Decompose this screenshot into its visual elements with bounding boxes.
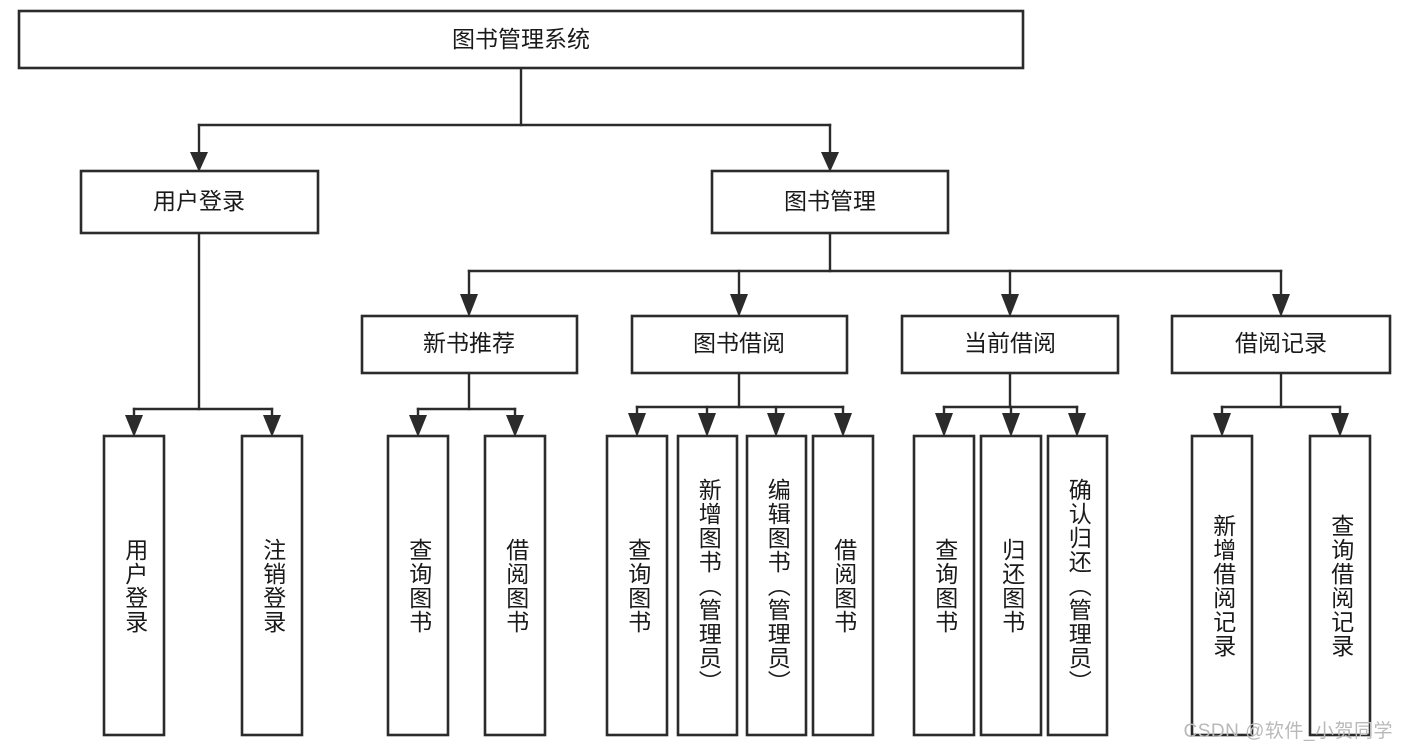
connector-group-book-borrow: [628, 371, 852, 437]
arrow-head-leaf-query-book-recommend: [409, 415, 427, 437]
leaf-borrow-book-recommend-box[interactable]: [483, 434, 547, 737]
arrow-head-leaf-add-borrow-record: [1213, 413, 1231, 437]
node-current-borrow-box[interactable]: [900, 314, 1120, 375]
node-new-book-recommend-box[interactable]: [360, 314, 579, 375]
leaf-borrow-book-box[interactable]: [811, 434, 875, 737]
leaf-query-book-borrow-box[interactable]: [605, 434, 669, 737]
leaf-query-book-current-box[interactable]: [912, 434, 976, 737]
arrow-head-leaf-query-book-borrow: [628, 413, 646, 437]
arrow-head-new-book-recommend: [460, 294, 478, 317]
node-book-borrow-box[interactable]: [630, 314, 849, 375]
connector-group-root: [190, 66, 839, 172]
arrow-head-leaf-edit-book-admin: [767, 413, 785, 437]
arrow-head-book-borrow: [730, 294, 748, 317]
node-root-label: 图书管理系统: [452, 26, 590, 52]
arrow-head-leaf-borrow-book: [834, 413, 852, 437]
node-book-borrow-label: 图书借阅: [693, 330, 785, 356]
arrow-head-leaf-add-book-admin: [698, 413, 716, 437]
arrow-head-current-borrow: [1001, 294, 1019, 317]
leaf-query-borrow-record-box[interactable]: [1308, 434, 1372, 737]
node-book-manage-label: 图书管理: [784, 188, 876, 214]
leaf-user-logout-box[interactable]: [240, 434, 304, 737]
node-root-box[interactable]: [17, 9, 1025, 70]
leaf-confirm-return-admin-box[interactable]: [1046, 434, 1109, 737]
csdn-watermark: CSDN @软件_小贺同学: [1183, 721, 1393, 742]
connector-group-new-book-recommend: [409, 371, 524, 437]
arrow-head-leaf-return-book: [1002, 413, 1020, 437]
node-user-login-box[interactable]: [79, 169, 320, 235]
leaf-add-borrow-record-box[interactable]: [1190, 434, 1254, 737]
connector-group-book-manage: [460, 231, 1290, 317]
node-book-manage-box[interactable]: [710, 169, 950, 235]
connector-group-user-login: [125, 231, 281, 437]
arrow-head-leaf-query-book-current: [935, 413, 953, 437]
leaf-return-book-box[interactable]: [979, 434, 1043, 737]
arrow-head-borrow-record: [1272, 294, 1290, 317]
leaf-edit-book-admin-box[interactable]: [745, 434, 808, 737]
arrow-head-user-login: [190, 152, 208, 172]
arrow-head-leaf-user-logout: [263, 415, 281, 437]
node-new-book-recommend-label: 新书推荐: [423, 330, 515, 356]
arrow-head-leaf-borrow-book-recommend: [506, 415, 524, 437]
node-user-login-label: 用户登录: [153, 188, 245, 214]
connector-group-current-borrow: [935, 371, 1086, 437]
connector-group-borrow-record: [1213, 371, 1349, 437]
arrow-head-book-manage: [821, 152, 839, 172]
leaf-add-book-admin-box[interactable]: [676, 434, 739, 737]
leaf-user-login-box[interactable]: [102, 434, 166, 737]
node-borrow-record-box[interactable]: [1170, 314, 1392, 375]
node-borrow-record-label: 借阅记录: [1235, 330, 1327, 356]
arrow-head-leaf-query-borrow-record: [1331, 413, 1349, 437]
arrow-head-leaf-confirm-return-admin: [1068, 413, 1086, 437]
node-current-borrow-label: 当前借阅: [964, 330, 1056, 356]
arrow-head-leaf-user-login: [125, 415, 143, 437]
leaf-query-book-recommend-box[interactable]: [386, 434, 450, 737]
